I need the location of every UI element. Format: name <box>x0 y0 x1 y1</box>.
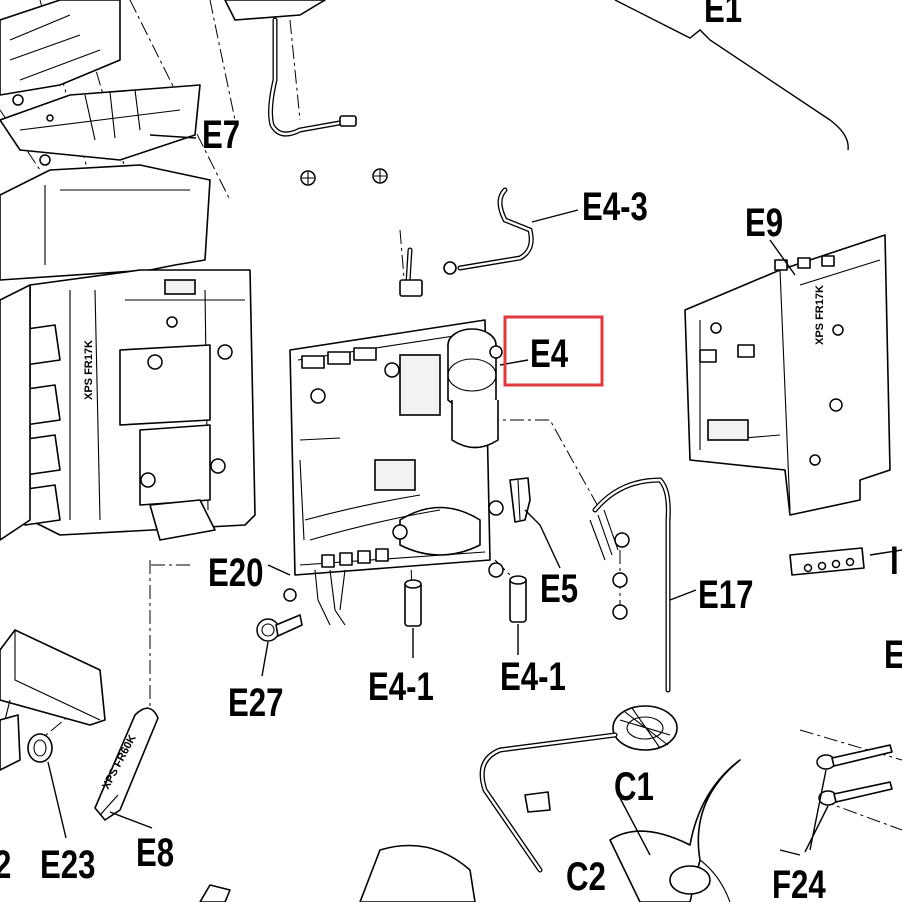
model-stamp-left: XPS FR17K <box>83 340 95 400</box>
label-e27: E27 <box>228 680 284 725</box>
label-e1: E1 <box>704 0 742 31</box>
leader-lines <box>47 134 902 856</box>
e4-3-sensor-wire-part <box>399 187 534 297</box>
label-f24: F24 <box>772 862 826 902</box>
label-e4-3: E4-3 <box>582 184 648 229</box>
e17-reactor-cable-part <box>479 477 678 873</box>
label-c1: C1 <box>614 764 654 809</box>
label-e4-1-left: E4-1 <box>368 664 434 709</box>
label-e7: E7 <box>202 112 240 157</box>
e8-handle-part: XPS FR60K <box>94 707 159 821</box>
label-cut-right-small: I <box>890 538 899 583</box>
top-sensor-wire-part <box>224 0 388 186</box>
e27-screw-part <box>256 588 303 642</box>
label-e17: E17 <box>698 572 754 617</box>
top-left-frame-part <box>0 0 121 96</box>
label-e8: E8 <box>136 830 174 875</box>
e4-pcb-part <box>289 319 504 626</box>
label-e4-1-right: E4-1 <box>500 654 566 699</box>
label-e9: E9 <box>745 200 783 245</box>
label-e23: E23 <box>40 842 96 887</box>
left-housing-part: XPS FR17K <box>0 164 256 541</box>
e1-bracket-line <box>614 0 849 151</box>
label-c2: C2 <box>566 854 606 899</box>
bottom-left-bracket-part <box>0 629 106 771</box>
label-cut-left-bottom: 2 <box>0 842 11 887</box>
label-cut-right-edge: E <box>884 632 902 677</box>
e4-1-fuses-part <box>404 575 527 627</box>
f24-screws-part <box>816 744 893 806</box>
model-stamp-right: XPS FR17K <box>814 285 826 345</box>
label-e20: E20 <box>208 550 264 595</box>
e7-plate-part <box>0 84 201 166</box>
small-display-board-part <box>789 547 865 576</box>
c1-fan-part <box>199 759 741 902</box>
e4-highlight-box <box>503 315 604 387</box>
e5-terminal-part <box>509 477 531 523</box>
label-e5: E5 <box>540 566 578 611</box>
e9-bracket-part: XPS FR17K <box>684 234 891 516</box>
label-e4: E4 <box>530 331 568 376</box>
